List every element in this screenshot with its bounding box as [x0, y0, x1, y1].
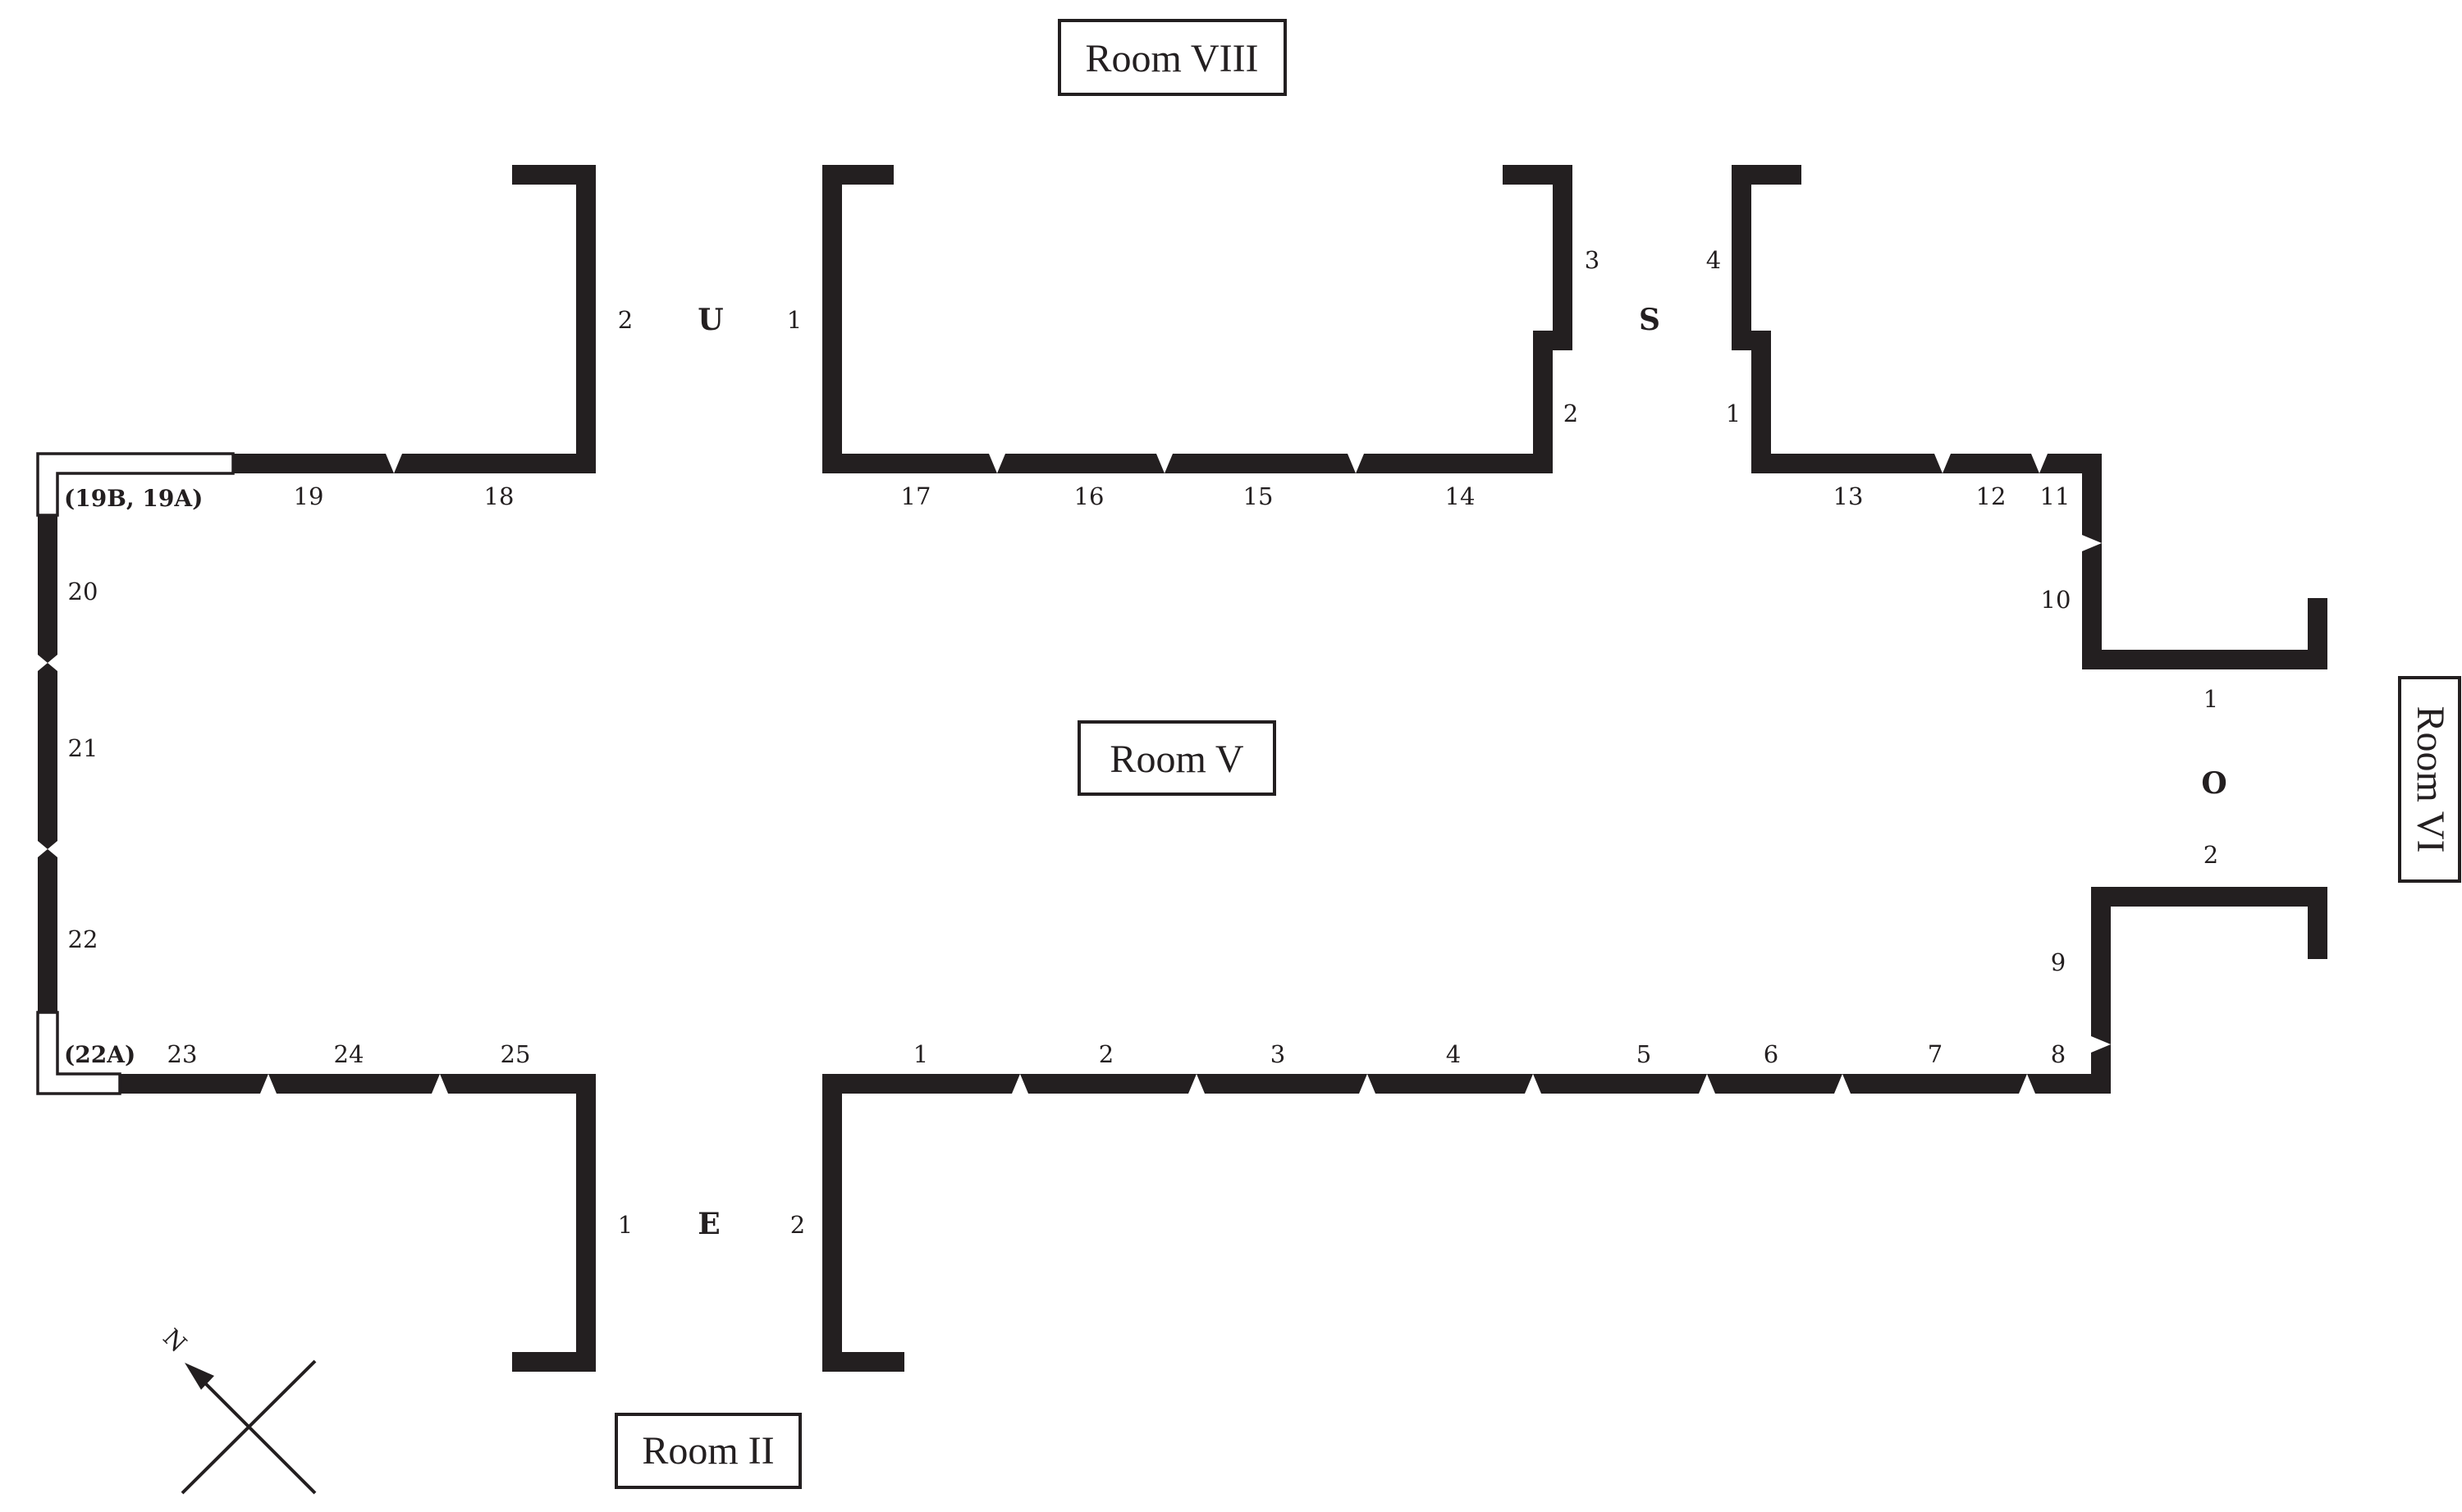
door-s-label: S [1639, 303, 1660, 337]
panel-4: 4 [1446, 1040, 1461, 1068]
compass-north-label: N [158, 1323, 192, 1358]
panel-11: 11 [2040, 482, 2071, 510]
jamb-o-1: 1 [2203, 685, 2218, 713]
jamb-e-2: 2 [790, 1211, 805, 1239]
door-o-label: O [2201, 766, 2226, 801]
room-ii-text: Room II [642, 1429, 774, 1473]
corner-label-22a: (22A) [64, 1041, 135, 1068]
panel-25: 25 [501, 1040, 531, 1068]
panel-13: 13 [1833, 482, 1864, 510]
panel-12: 12 [1976, 482, 2007, 510]
panel-14: 14 [1445, 482, 1476, 510]
panel-23: 23 [167, 1040, 198, 1068]
jamb-u-2: 2 [618, 306, 633, 334]
door-u-label: U [698, 303, 723, 337]
panel-18: 18 [484, 482, 515, 510]
corner-top-left: (19B, 19A) [36, 452, 235, 517]
jamb-e-1: 1 [618, 1211, 633, 1239]
panel-5: 5 [1636, 1040, 1651, 1068]
panel-10: 10 [2041, 586, 2071, 614]
panel-17: 17 [901, 482, 931, 510]
north-arrow-icon [185, 1363, 214, 1390]
panel-7: 7 [1928, 1040, 1943, 1068]
corner-label-19b-19a: (19B, 19A) [64, 485, 203, 512]
room-ii-label: Room II [615, 1413, 802, 1489]
wall-bottom-right [822, 887, 2327, 1372]
jamb-s-4: 4 [1706, 246, 1721, 274]
panel-1: 1 [913, 1040, 928, 1068]
jamb-u-1: 1 [787, 306, 802, 334]
jamb-s-2: 2 [1563, 400, 1578, 427]
jamb-o-2: 2 [2203, 841, 2218, 869]
wall-top-middle [822, 165, 1572, 473]
panel-19: 19 [294, 482, 324, 510]
compass-icon: N [158, 1323, 317, 1495]
room-viii-text: Room VIII [1085, 37, 1258, 80]
panel-3: 3 [1270, 1040, 1285, 1068]
room-viii-label: Room VIII [1058, 19, 1287, 96]
jamb-s-1: 1 [1726, 400, 1741, 427]
wall-top-left [233, 165, 596, 473]
panel-20: 20 [68, 578, 98, 605]
room-vi-label: Room VI [2398, 676, 2461, 883]
room-v-text: Room V [1110, 738, 1243, 781]
panel-21: 21 [68, 734, 98, 762]
jamb-s-3: 3 [1585, 246, 1599, 274]
corner-bottom-left: (22A) [36, 1011, 135, 1095]
wall-bottom-left [120, 1074, 596, 1372]
panel-2: 2 [1099, 1040, 1114, 1068]
panel-22: 22 [68, 925, 98, 953]
panel-15: 15 [1243, 482, 1274, 510]
panel-24: 24 [334, 1040, 364, 1068]
door-e-label: E [698, 1207, 720, 1241]
wall-left [38, 515, 57, 1012]
panel-16: 16 [1074, 482, 1105, 510]
wall-top-right [1732, 165, 2327, 669]
panel-6: 6 [1764, 1040, 1778, 1068]
room-vi-text: Room VI [2409, 706, 2452, 852]
room-v-label: Room V [1078, 720, 1276, 796]
panel-9: 9 [2051, 948, 2066, 976]
panel-8: 8 [2051, 1040, 2066, 1068]
